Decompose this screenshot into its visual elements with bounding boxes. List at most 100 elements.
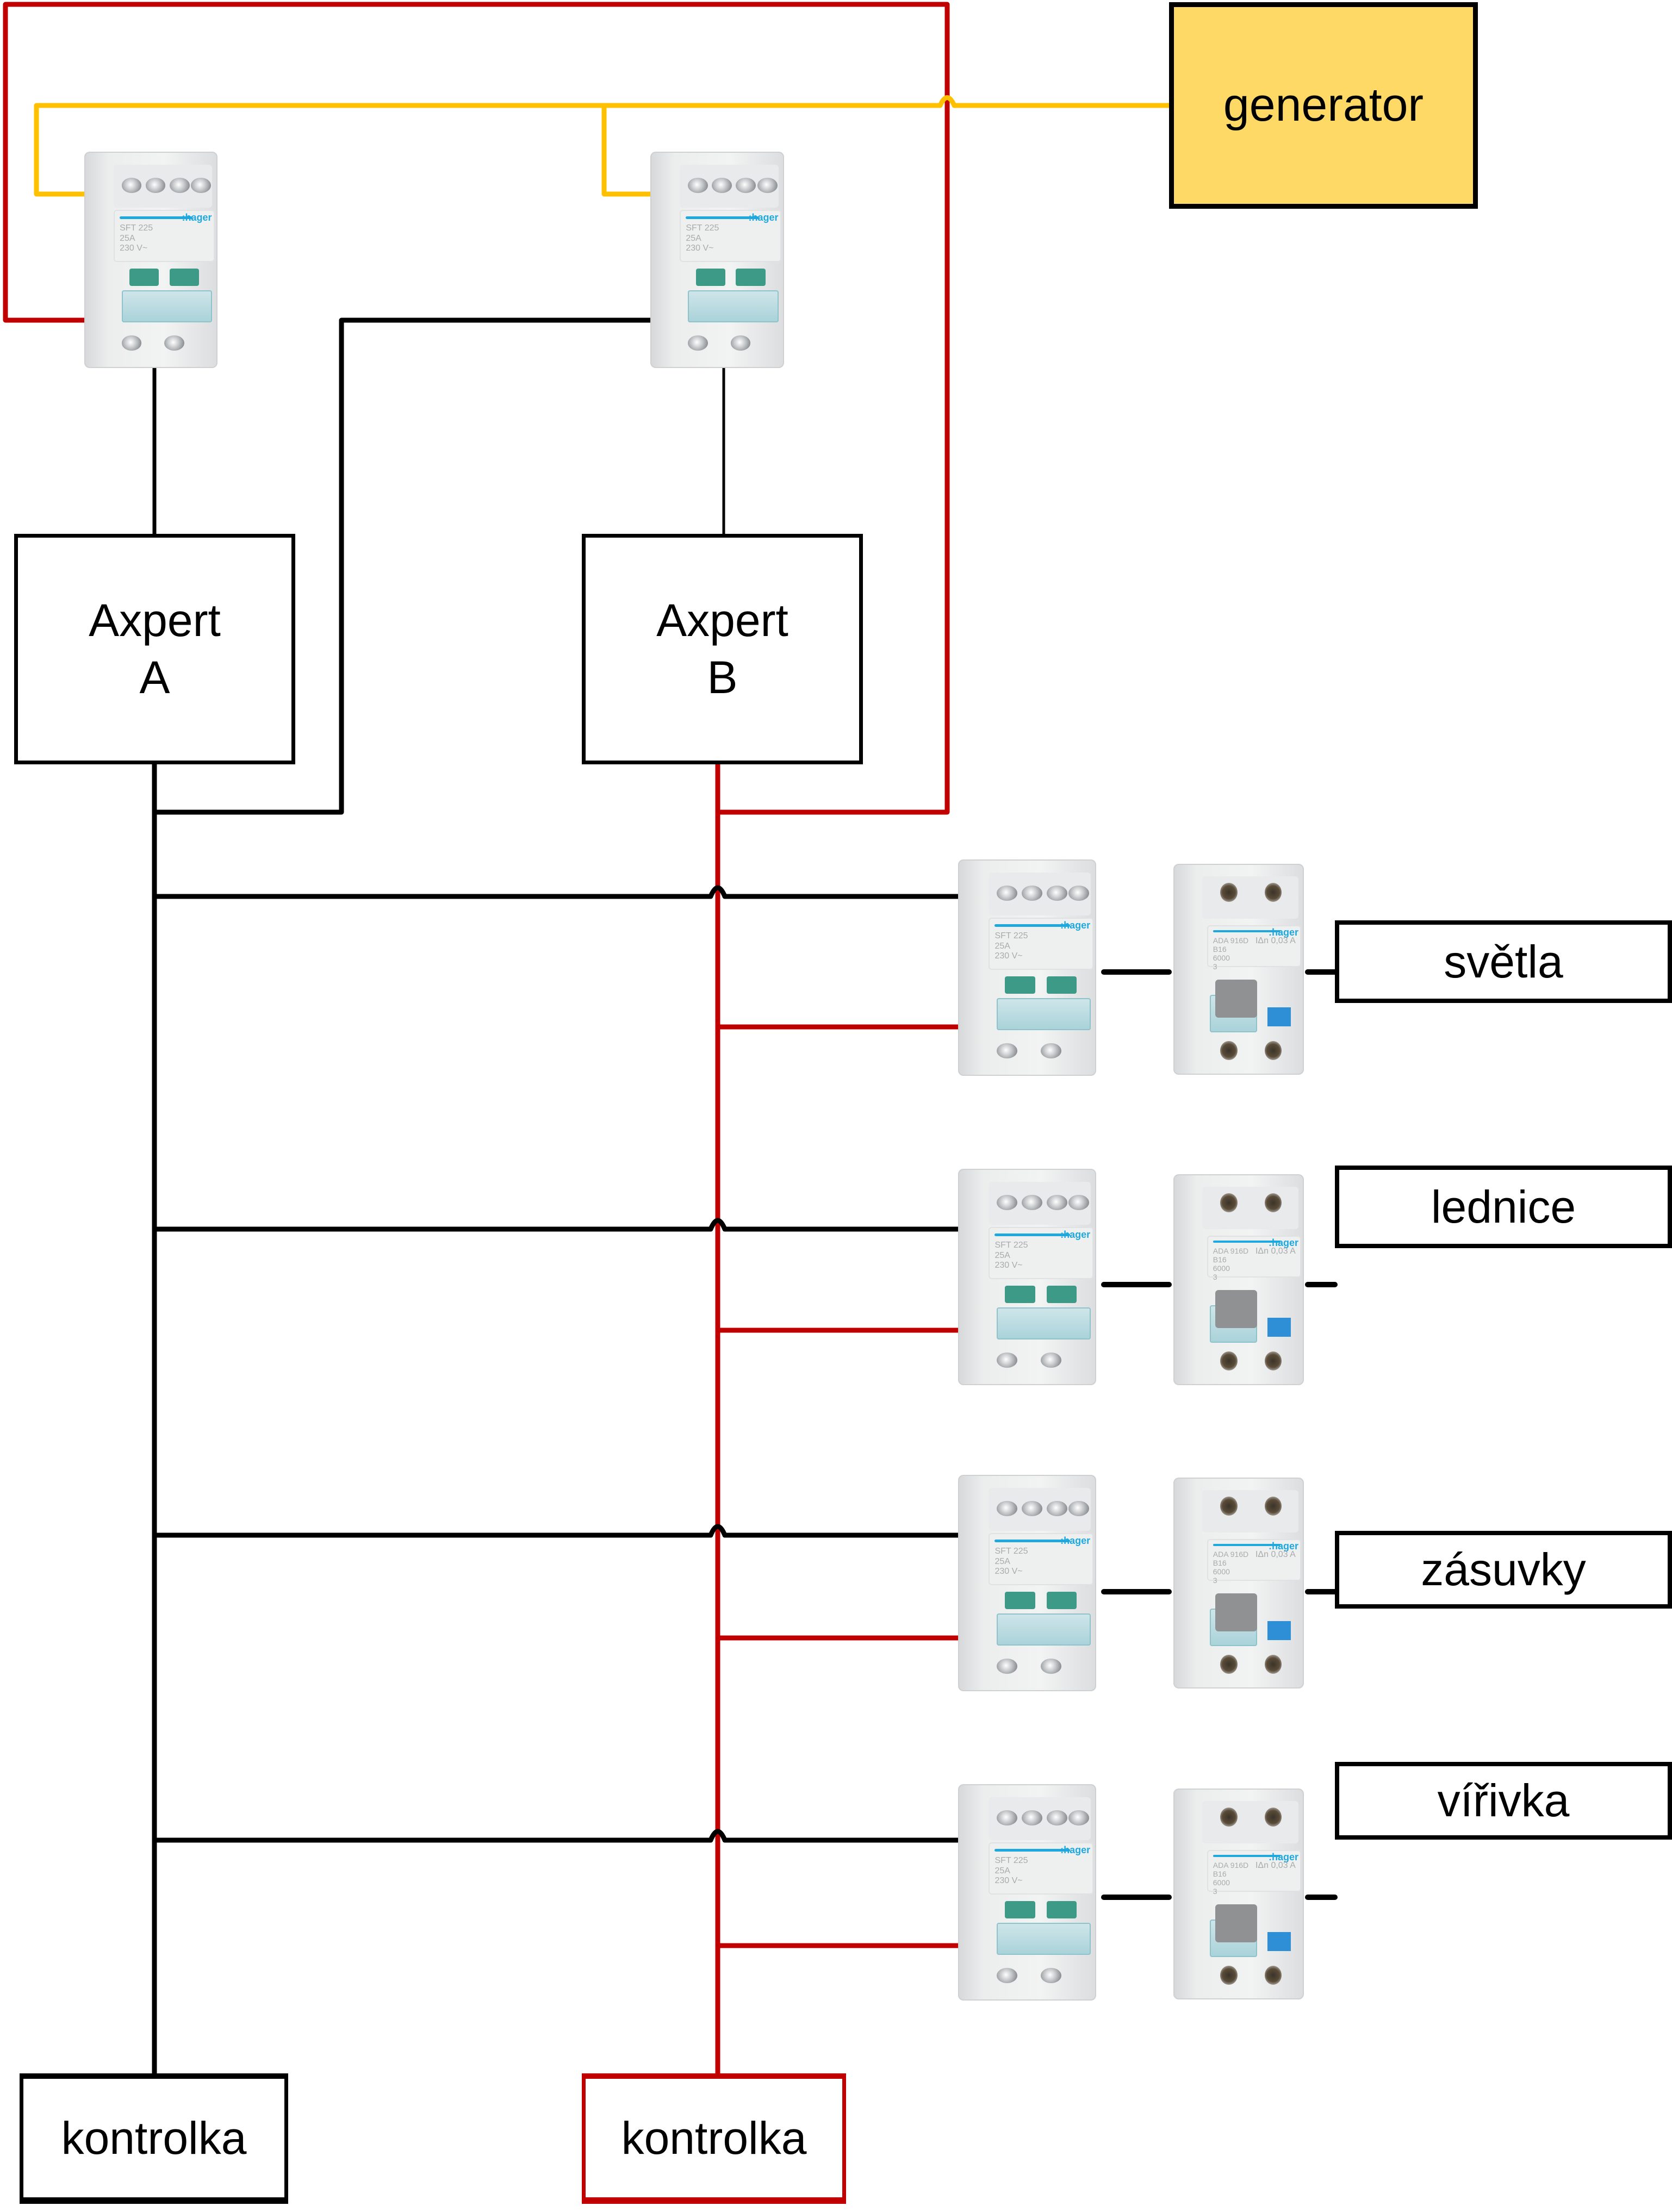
red-wire-top-loop — [3, 2, 950, 815]
terminal-icon — [1220, 1654, 1238, 1674]
model-text: ADA 916D B16 6000 3 — [1213, 1860, 1249, 1896]
model-text: SFT 225 25A 230 V~ — [686, 223, 719, 253]
test-button — [1267, 1317, 1291, 1337]
indicator-label: kontrolka — [621, 2112, 807, 2164]
brand-logo: :hager — [1060, 920, 1091, 931]
brand-stripe — [995, 1233, 1071, 1236]
toggle-handle — [1046, 1591, 1077, 1609]
indicator-box-black: kontrolka — [20, 2073, 288, 2204]
indicator-label: kontrolka — [61, 2112, 247, 2164]
axpert-b-label-line1: Axpert — [656, 595, 788, 646]
load-label: vířivka — [1437, 1775, 1570, 1826]
screw-icon — [1021, 1500, 1042, 1516]
generator-label: generator — [1223, 79, 1424, 132]
transfer-switch-b: :hager SFT 225 25A 230 V~ — [650, 152, 784, 368]
screw-icon — [1068, 1810, 1090, 1825]
screw-icon — [1041, 1659, 1062, 1674]
screw-icon — [1021, 1810, 1042, 1825]
model-text: SFT 225 25A 230 V~ — [120, 223, 153, 253]
screw-icon — [1041, 1968, 1062, 1984]
brand-logo: :hager — [1269, 1237, 1299, 1248]
screw-icon — [1021, 1194, 1042, 1210]
axpert-b-box: Axpert B — [582, 534, 863, 764]
axpert-a-label-line2: A — [139, 652, 170, 703]
screw-icon — [757, 177, 778, 193]
screw-icon — [1068, 1500, 1090, 1516]
clear-cover — [997, 1922, 1091, 1955]
screw-icon — [1046, 885, 1067, 901]
toggle-handle — [1005, 1591, 1036, 1609]
black-axpert-a-to-switch-b — [152, 317, 653, 815]
indicator-box-red: kontrolka — [582, 2073, 846, 2204]
axpert-b-label-line2: B — [707, 652, 738, 703]
brand-stripe — [995, 1539, 1071, 1542]
clear-cover — [997, 1613, 1091, 1646]
screw-icon — [997, 1659, 1018, 1674]
toggle-handle — [695, 268, 725, 286]
load-box-3: zásuvky — [1335, 1531, 1672, 1609]
brand-logo: :hager — [1060, 1229, 1091, 1241]
screw-icon — [1046, 1810, 1067, 1825]
brand-logo: :hager — [1269, 1851, 1299, 1862]
brand-logo: :hager — [1269, 1540, 1299, 1551]
terminal-icon — [1265, 1496, 1282, 1516]
brand-stripe — [1213, 930, 1281, 932]
clear-cover — [687, 290, 779, 323]
load-box-1: světla — [1335, 920, 1672, 1003]
screw-icon — [997, 1968, 1018, 1984]
model-text: SFT 225 25A 230 V~ — [995, 1241, 1028, 1270]
black-branch-1 — [152, 885, 961, 899]
terminal-icon — [1220, 1965, 1238, 1985]
yellow-generator-bus — [34, 95, 1172, 197]
clear-cover — [997, 1307, 1091, 1340]
toggle-handle — [736, 268, 766, 286]
screw-icon — [730, 335, 751, 351]
screw-icon — [1041, 1043, 1062, 1059]
screw-icon — [1041, 1353, 1062, 1368]
terminal-icon — [1265, 1654, 1282, 1674]
brand-logo: :hager — [1060, 1845, 1091, 1856]
terminal-icon — [1265, 1193, 1282, 1212]
screw-icon — [169, 177, 190, 193]
screw-icon — [1046, 1500, 1067, 1516]
terminal-icon — [1220, 1496, 1238, 1516]
clear-cover — [121, 290, 213, 323]
brand-logo: :hager — [748, 212, 779, 223]
screw-icon — [164, 335, 184, 351]
load-box-2: lednice — [1335, 1166, 1672, 1248]
brand-stripe — [995, 1848, 1071, 1852]
toggle-lever — [1215, 980, 1257, 1018]
screw-icon — [121, 177, 142, 193]
rcbo-branch-1: :hager ADA 916D B16 6000 3 IΔn 0,03 A — [1173, 864, 1304, 1075]
transfer-switch-branch-3: :hager SFT 225 25A 230 V~ — [958, 1475, 1096, 1691]
toggle-handle — [1005, 1285, 1036, 1303]
load-label: lednice — [1431, 1181, 1576, 1232]
toggle-handle — [169, 268, 199, 286]
brand-logo: :hager — [1269, 926, 1299, 938]
toggle-handle — [1046, 1285, 1077, 1303]
toggle-handle — [1005, 976, 1036, 994]
terminal-icon — [1265, 1965, 1282, 1985]
clear-cover — [997, 998, 1091, 1031]
transfer-switch-branch-1: :hager SFT 225 25A 230 V~ — [958, 859, 1096, 1076]
black-branch-3 — [152, 1524, 961, 1538]
model-text: ADA 916D B16 6000 3 — [1213, 936, 1249, 971]
model-text: SFT 225 25A 230 V~ — [995, 931, 1028, 961]
test-button — [1267, 1931, 1291, 1951]
transfer-switch-branch-2: :hager SFT 225 25A 230 V~ — [958, 1169, 1096, 1385]
model-text: SFT 225 25A 230 V~ — [995, 1547, 1028, 1577]
device-face: :hager SFT 225 25A 230 V~ — [988, 1533, 1093, 1585]
toggle-handle — [1046, 1901, 1077, 1918]
screw-icon — [1046, 1194, 1067, 1210]
generator-box: generator — [1169, 2, 1478, 209]
black-branch-2 — [152, 1218, 961, 1232]
brand-logo: :hager — [182, 212, 212, 223]
brand-stripe — [1213, 1543, 1281, 1546]
terminal-icon — [1220, 1807, 1238, 1827]
terminal-icon — [1220, 1193, 1238, 1212]
screw-icon — [687, 177, 708, 193]
toggle-lever — [1215, 1290, 1257, 1329]
load-label: zásuvky — [1421, 1544, 1586, 1595]
terminal-icon — [1220, 882, 1238, 902]
